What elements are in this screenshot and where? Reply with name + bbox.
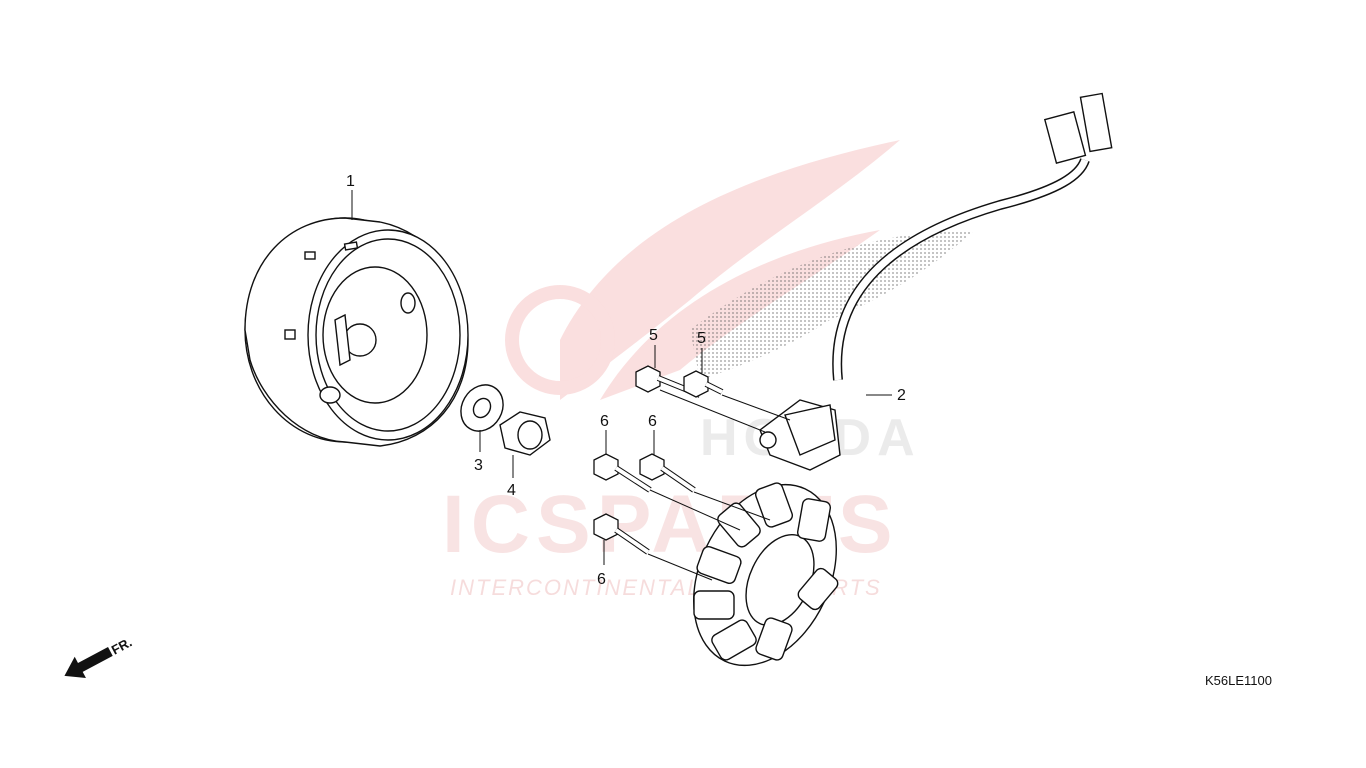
- callout-3[interactable]: 3: [474, 457, 483, 474]
- callout-5a[interactable]: 5: [649, 327, 658, 344]
- bolt-6b[interactable]: [639, 453, 771, 521]
- stator-assembly[interactable]: [666, 92, 1113, 689]
- bolt-6a[interactable]: [593, 453, 741, 531]
- washer[interactable]: [453, 377, 512, 439]
- diagram-code: K56LE1100: [1205, 673, 1272, 688]
- callout-6b[interactable]: 6: [648, 413, 657, 430]
- flywheel-rotor[interactable]: [244, 217, 469, 447]
- leader-lines: [351, 190, 892, 565]
- flywheel-nut[interactable]: [499, 411, 551, 456]
- front-direction-arrow: FR.: [64, 634, 135, 678]
- bolt-5b[interactable]: [683, 370, 791, 421]
- callout-5b[interactable]: 5: [697, 330, 706, 347]
- front-marker-label: FR.: [109, 634, 135, 657]
- callout-2[interactable]: 2: [897, 387, 906, 404]
- bolt-6c[interactable]: [593, 513, 713, 581]
- halftone-wing-watermark: [690, 230, 975, 380]
- callout-6a[interactable]: 6: [600, 413, 609, 430]
- callout-1[interactable]: 1: [346, 173, 355, 190]
- callout-4[interactable]: 4: [507, 482, 516, 499]
- callout-6c[interactable]: 6: [597, 571, 606, 588]
